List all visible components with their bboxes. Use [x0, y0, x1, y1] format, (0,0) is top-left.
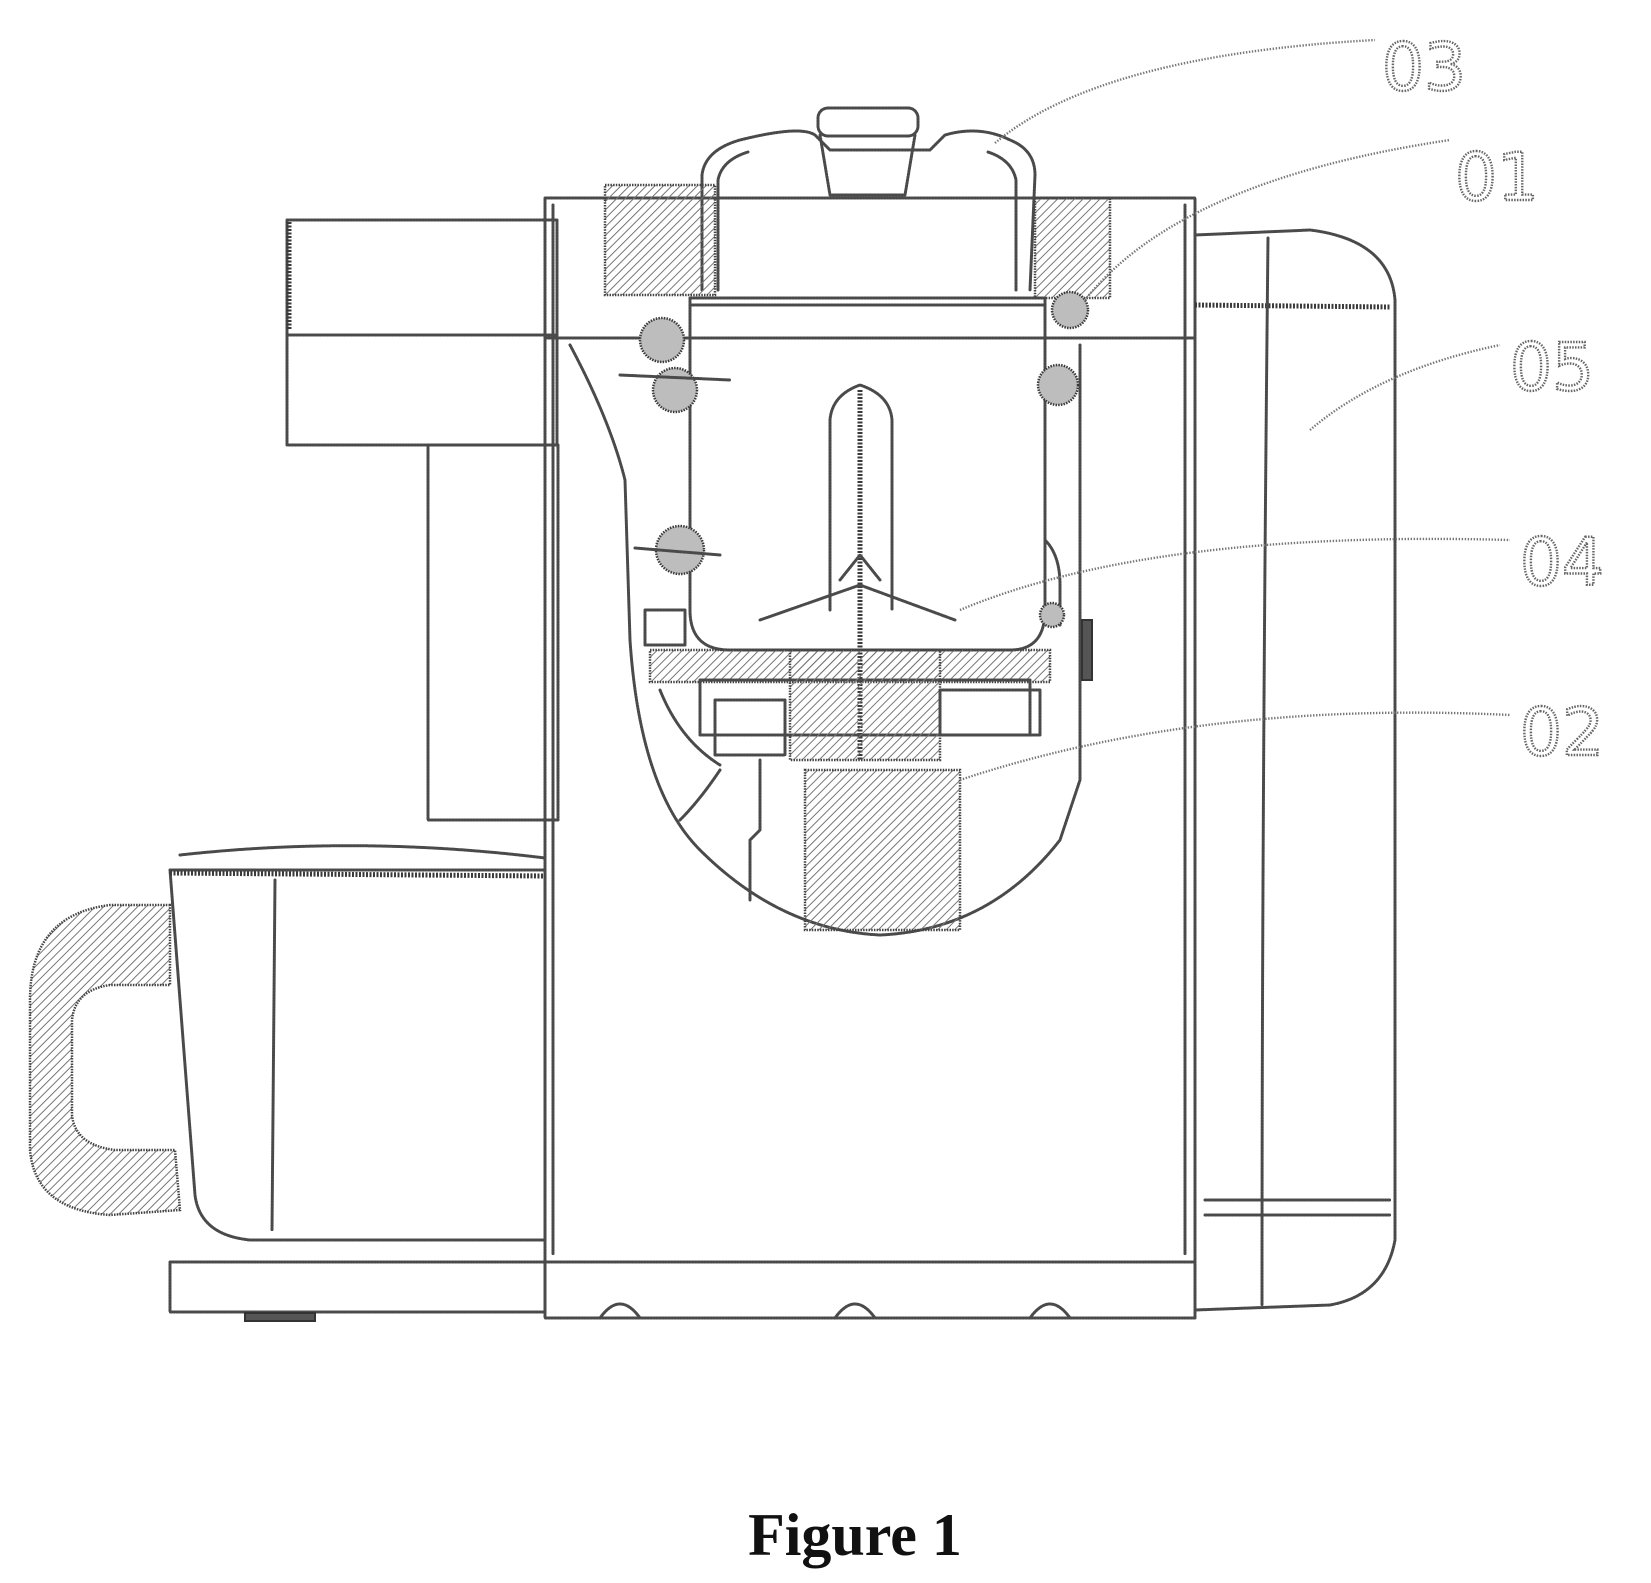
motor-stator — [805, 770, 960, 930]
cup-body — [170, 870, 545, 1240]
left-upper-block — [287, 220, 558, 820]
leader-04 — [960, 539, 1510, 610]
leader-02 — [960, 713, 1510, 780]
cup — [30, 846, 545, 1321]
cutaway-view — [570, 108, 1110, 935]
cup-handle — [30, 905, 180, 1215]
ref-label-04: 04 — [1520, 524, 1604, 601]
ref-label-02: 02 — [1520, 694, 1604, 771]
ref-label-03: 03 — [1382, 29, 1466, 106]
ref-label-01: 01 — [1455, 139, 1539, 216]
ref-label-05: 05 — [1510, 329, 1594, 406]
leader-03 — [995, 40, 1375, 143]
leader-05 — [1310, 345, 1500, 430]
figure-caption: Figure 1 — [748, 1502, 962, 1568]
lid-outline — [702, 131, 1035, 290]
